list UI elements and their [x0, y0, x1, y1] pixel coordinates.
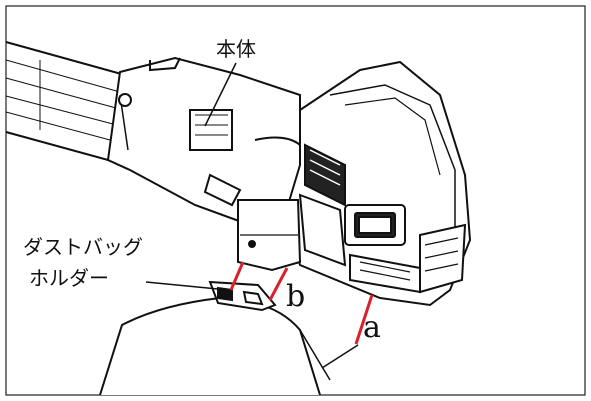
holder-leader-line — [145, 281, 219, 290]
alignment-mark-b — [268, 267, 289, 301]
alignment-mark-left — [229, 261, 245, 291]
label-dust-bag-holder-line2: ホルダー — [29, 266, 109, 290]
label-dust-bag-holder-line1: ダストバッグ — [23, 235, 143, 259]
label-marker-b: b — [286, 279, 306, 314]
label-main-body: 本体 — [216, 37, 256, 61]
alignment-marks — [229, 261, 374, 345]
label-marker-a: a — [363, 310, 381, 345]
dust-bag — [99, 280, 359, 396]
alignment-mark-a — [354, 294, 374, 345]
body-leader-line — [204, 62, 237, 127]
blower-tube — [5, 41, 127, 162]
motor-head — [283, 60, 472, 307]
main-body-housing — [106, 56, 311, 227]
outlet-nozzle — [237, 199, 302, 272]
